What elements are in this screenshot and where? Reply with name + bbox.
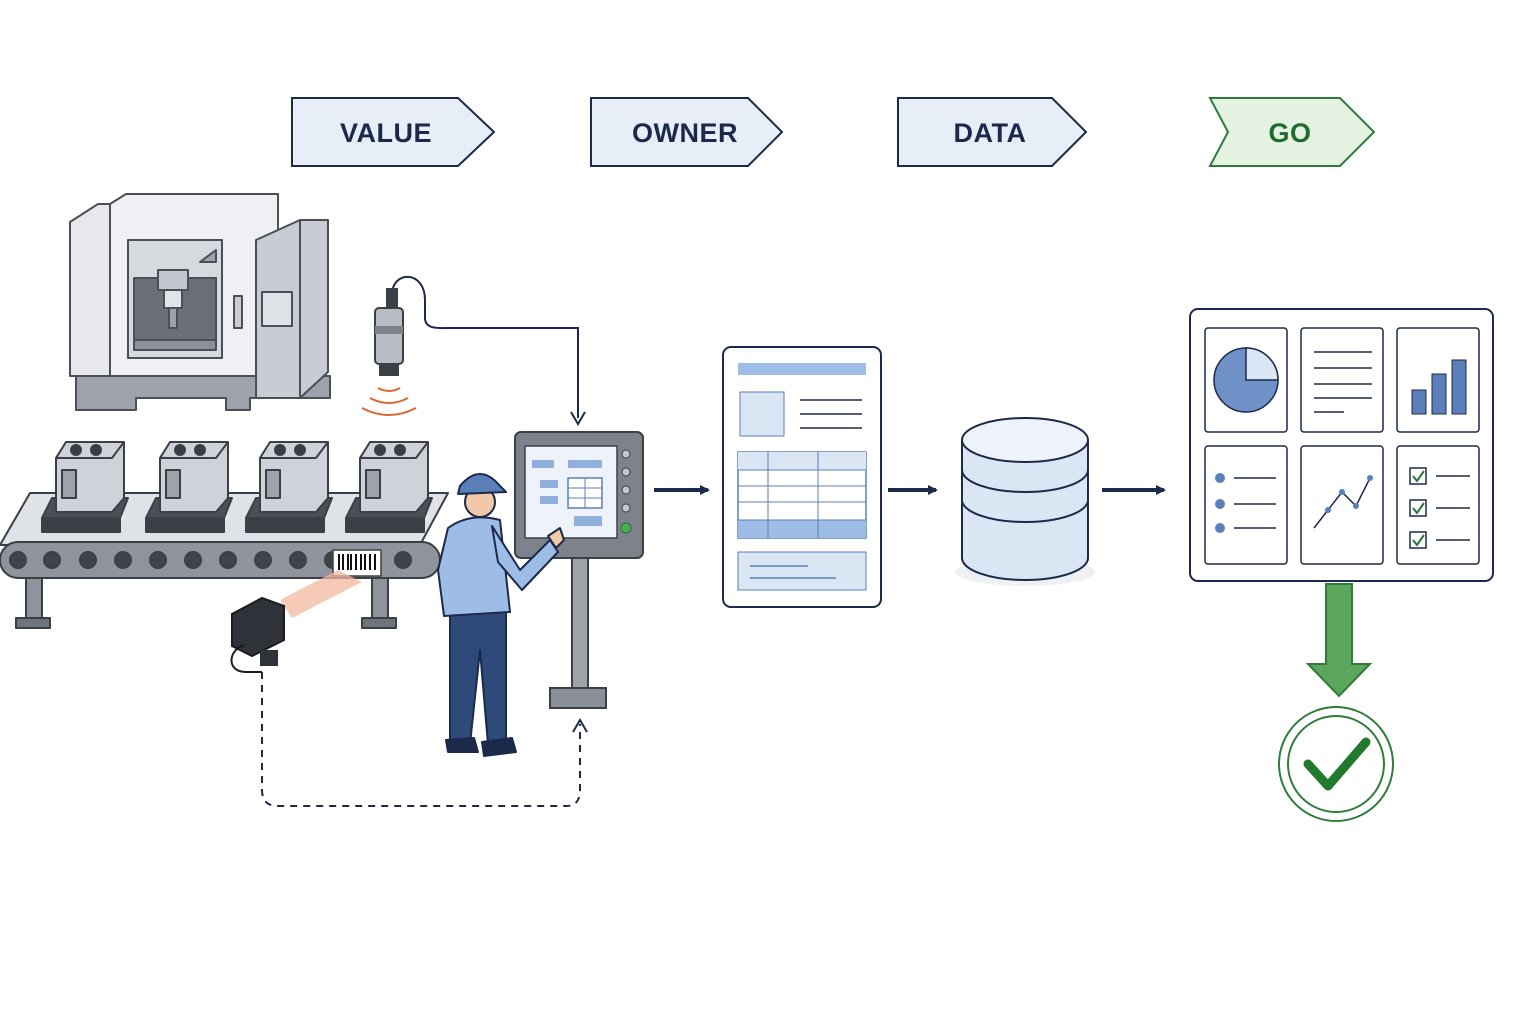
document-form-icon bbox=[722, 346, 882, 608]
pie-chart-tile bbox=[1213, 347, 1279, 413]
line-chart-tile bbox=[1313, 475, 1373, 529]
dashboard-icon bbox=[1189, 308, 1494, 582]
checklist-tile bbox=[1409, 467, 1470, 549]
hmi-touch-panel-icon bbox=[514, 431, 644, 709]
database-icon bbox=[955, 417, 1095, 586]
scanner-to-panel-link bbox=[261, 672, 581, 807]
vibration-sensor-icon bbox=[361, 275, 579, 418]
stage-label-go: GO bbox=[1268, 118, 1311, 148]
sensor-to-panel-link bbox=[450, 327, 579, 418]
sensor-link-arrowhead bbox=[570, 411, 586, 426]
part-fixture bbox=[41, 441, 433, 533]
report-text-tile bbox=[1314, 351, 1372, 413]
barcode-scanner-icon bbox=[230, 570, 362, 673]
stage-label-owner: OWNER bbox=[632, 118, 738, 148]
go-check-icon bbox=[1278, 706, 1394, 822]
stage-label-value: VALUE bbox=[340, 118, 432, 148]
stage-label-data: DATA bbox=[954, 118, 1027, 148]
bullet-list-tile bbox=[1215, 473, 1276, 533]
stage-chevron-owner: OWNER bbox=[590, 97, 784, 167]
stage-chevron-value: VALUE bbox=[291, 97, 496, 167]
barcode-label bbox=[332, 549, 382, 577]
stage-chevron-data: DATA bbox=[897, 97, 1088, 167]
bar-chart-tile bbox=[1411, 359, 1467, 415]
scanner-link-arrowhead bbox=[572, 718, 588, 733]
stage-chevron-go: GO bbox=[1208, 97, 1376, 167]
cnc-machine-icon bbox=[69, 193, 331, 411]
operator-figure bbox=[437, 473, 565, 757]
go-down-arrow bbox=[1305, 583, 1373, 698]
